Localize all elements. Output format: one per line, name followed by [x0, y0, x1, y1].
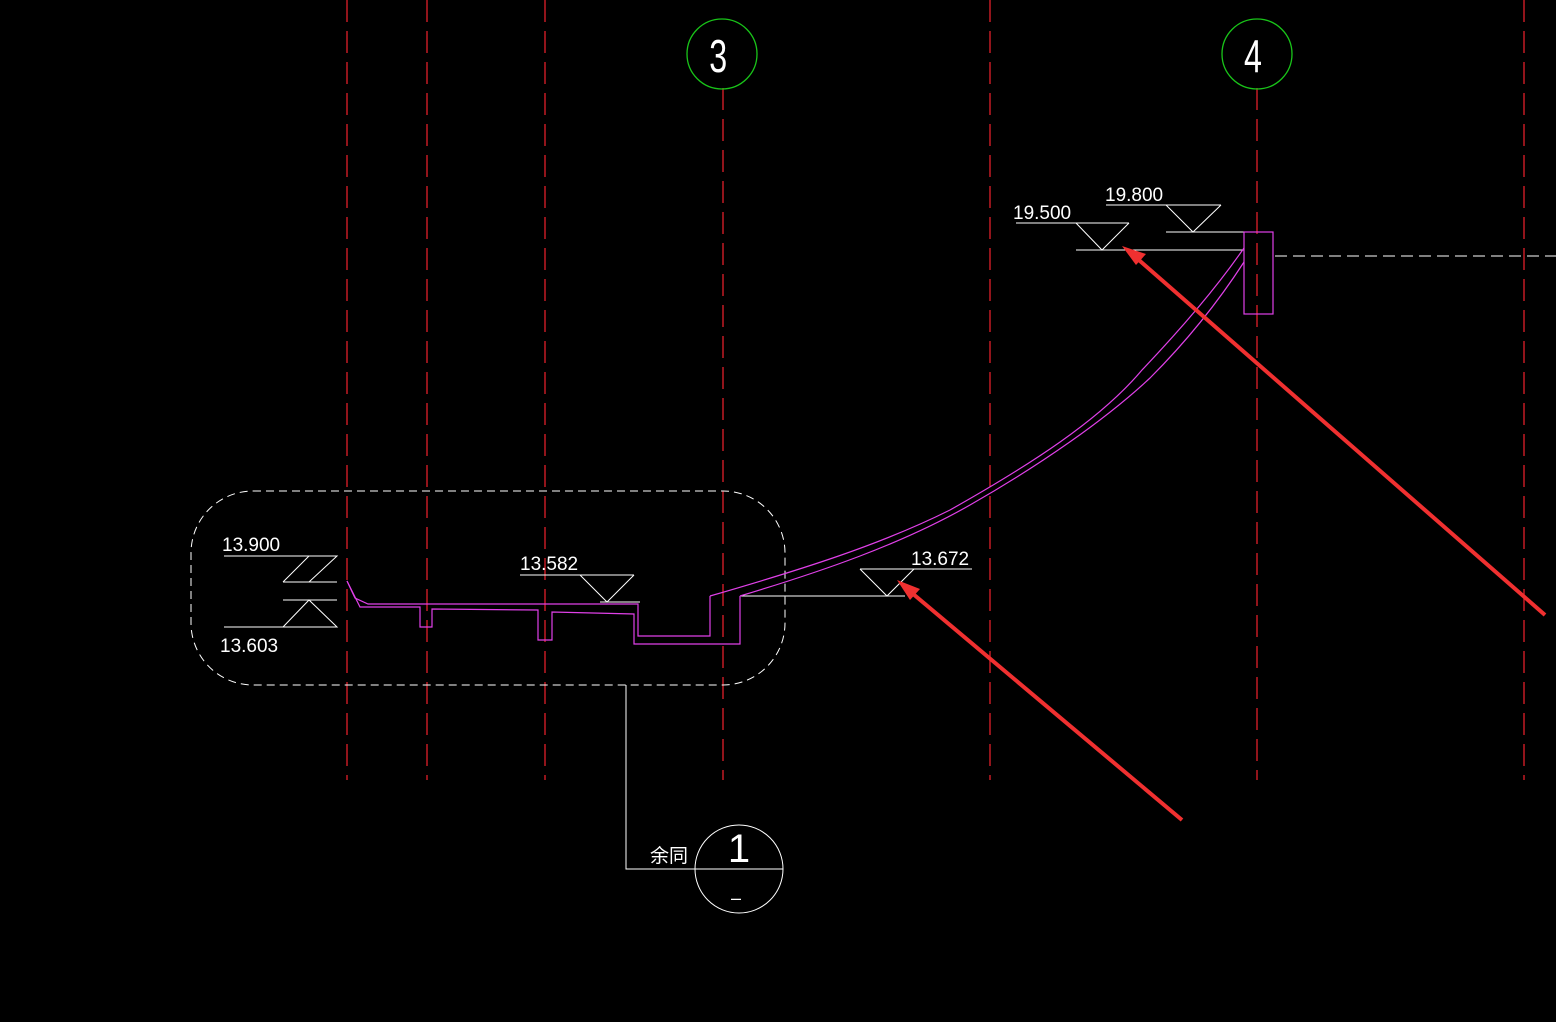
elevation-marker-13672: [740, 568, 972, 597]
annotation-linework: [190, 204, 1556, 914]
elevation-label-19800: 19.800: [1105, 185, 1163, 206]
arrow-to-19500: [1122, 246, 1547, 617]
detail-boundary: [190, 490, 786, 686]
ramp-top-edge: [709, 247, 1245, 597]
axis-bubble-4-label: 4: [1244, 31, 1262, 82]
column-section: [1243, 231, 1274, 315]
elevation-labels: 13.900 13.603 13.582 13.672 19.500 19.80…: [220, 185, 1163, 657]
arrow-to-13672: [897, 580, 1184, 822]
axis-bubble-4: 4: [1221, 18, 1293, 90]
detail-callout-number: 1: [728, 827, 750, 871]
detail-callout-sheet: –: [731, 888, 741, 908]
grid-lines: [346, 0, 1525, 780]
axis-bubble-3: 3: [686, 18, 758, 90]
elevation-label-13603: 13.603: [220, 636, 278, 657]
elevation-label-19500: 19.500: [1013, 203, 1071, 224]
ramp-bottom-edge: [739, 261, 1245, 597]
detail-callout-note: 余同: [650, 845, 688, 867]
elevation-marker-13603: [224, 599, 339, 628]
red-arrows: [897, 246, 1547, 822]
elevation-label-13672: 13.672: [911, 549, 969, 570]
elevation-label-13582: 13.582: [520, 554, 578, 575]
elevation-label-13900: 13.900: [222, 535, 280, 556]
elevation-marker-13900: [224, 555, 339, 583]
detail-callout-leader: [625, 685, 695, 870]
axis-bubble-3-label: 3: [709, 31, 727, 82]
slab-bottom-outline: [346, 580, 741, 645]
elevation-marker-19500: [1016, 222, 1244, 251]
elevation-marker-19800: [1106, 204, 1244, 233]
elevation-marker-13582: [520, 574, 640, 603]
slab-section-outline: [346, 231, 1274, 645]
